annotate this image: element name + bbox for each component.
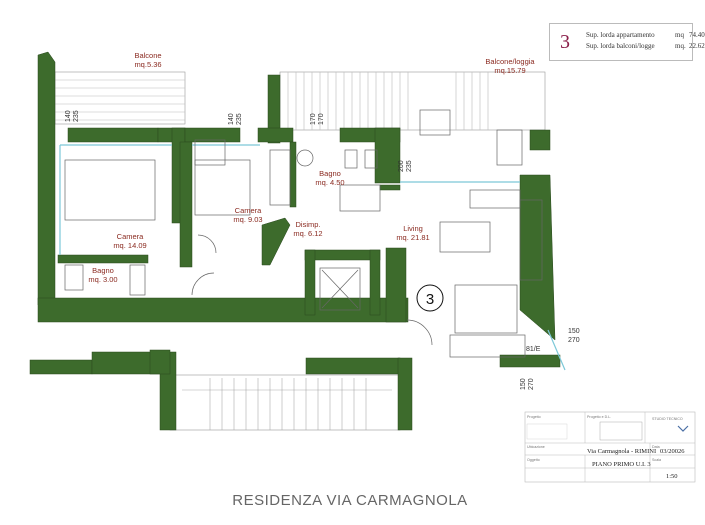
shower [339, 184, 381, 212]
summary-row-unit: mq. [675, 42, 686, 50]
tb-data-value: 03/20026 [660, 448, 685, 455]
dim-e1: 150 [568, 328, 580, 335]
summary-unit-number: 3 [560, 31, 570, 53]
dim-window: 81/E [526, 346, 541, 353]
washbasin [296, 149, 314, 167]
tb-oggetto-value: PIANO PRIMO U.I. 3 [592, 461, 651, 468]
dim-a1: 140 [65, 110, 72, 122]
stamp-box [599, 421, 643, 441]
toilet-2 [129, 264, 146, 296]
summary-row-appartamento: Sup. lorda appartamento mq 74.40 [586, 31, 705, 39]
dim-f2: 270 [528, 378, 535, 390]
dim-b1: 140 [228, 113, 235, 125]
room-balcone-area: mq.5.36 [134, 60, 161, 69]
room-bagno2-area: mq. 3.00 [88, 275, 117, 284]
rug [454, 284, 518, 334]
tb-data-label: Data [652, 445, 660, 449]
room-balcone-loggia-area: mq.15.79 [494, 66, 525, 75]
walls [29, 51, 561, 431]
title-block: Progetto Progetto e D.L. STUDIO TECNICO … [524, 411, 696, 483]
tb-oggetto-label: Oggetto [527, 458, 540, 462]
summary-row-unit: mq [675, 31, 684, 39]
room-living-name: Living [403, 224, 423, 233]
summary-row-balconi: Sup. lorda balconi/logge mq.22.62 [586, 42, 705, 50]
furniture [64, 109, 543, 358]
signature-box [526, 423, 568, 440]
dim-d2: 235 [406, 160, 413, 172]
room-camera1-name: Camera [117, 232, 145, 241]
room-camera2-name: Camera [235, 206, 263, 215]
room-living-area: mq. 21.81 [396, 233, 429, 242]
door-swing [191, 272, 215, 296]
tb-studio-label: STUDIO TECNICO [652, 417, 683, 421]
room-bagno2-name: Bagno [92, 266, 114, 275]
dim-b2: 235 [236, 113, 243, 125]
elevator [319, 267, 361, 311]
area-summary-box: 3 Sup. lorda appartamento mq 74.40 Sup. lo… [549, 23, 705, 61]
tb-scala-label: Scala [652, 458, 661, 462]
dim-a2: 235 [73, 110, 80, 122]
kitchen-side [519, 199, 543, 281]
room-bagno1-area: mq. 4.50 [315, 178, 344, 187]
dim-e2: 270 [568, 337, 580, 344]
room-balcone-loggia-name: Balcone/loggia [485, 57, 535, 66]
toilet-1 [344, 149, 358, 169]
room-disimp-area: mq. 6.12 [293, 229, 322, 238]
washbasin-2 [64, 264, 84, 291]
room-disimp-name: Disimp. [295, 220, 320, 229]
dining-table [439, 221, 491, 253]
wardrobe [269, 149, 291, 206]
unit-marker-label: 3 [426, 291, 434, 308]
unit-marker: 3 [416, 284, 444, 312]
tb-ubicazione-value: Via Carmagnola - RIMINI [587, 448, 656, 455]
bed-2 [194, 159, 251, 216]
summary-row-value: 74.40 [689, 31, 705, 39]
stairs [169, 374, 401, 431]
studio-logo-icon [677, 425, 689, 432]
dimensions: 140 235 140 235 170 170 200 235 150 270 … [65, 110, 580, 390]
balcony-table [419, 109, 451, 136]
dim-f1: 150 [520, 378, 527, 390]
room-labels: Balcone mq.5.36 Balcone/loggia mq.15.79 … [88, 51, 535, 284]
dim-c2: 170 [318, 113, 325, 125]
kitchen-counter [469, 189, 521, 209]
summary-row-label: Sup. lorda balconi/logge [586, 42, 655, 50]
tb-ubicazione-label: Ubicazione [527, 445, 545, 449]
room-bagno1-name: Bagno [319, 169, 341, 178]
room-balcone-name: Balcone [134, 51, 161, 60]
summary-row-label: Sup. lorda appartamento [586, 31, 655, 39]
windows [59, 144, 566, 371]
dim-c1: 170 [310, 113, 317, 125]
bed-1 [64, 159, 156, 221]
room-camera1-area: mq. 14.09 [113, 241, 146, 250]
summary-row-value: 22.62 [689, 42, 705, 50]
tb-scala-value: 1:50 [666, 473, 678, 480]
tb-progetto-dl-label: Progetto e D.L. [587, 415, 611, 419]
dim-d1: 200 [398, 160, 405, 172]
footer-title: RESIDENZA VIA CARMAGNOLA [232, 492, 468, 509]
sofa [449, 334, 526, 358]
tb-progetto-label: Progetto [527, 415, 541, 419]
balcony-left-hatch [54, 71, 186, 125]
balcony-right-hatch [279, 71, 546, 131]
room-camera2-area: mq. 9.03 [233, 215, 262, 224]
